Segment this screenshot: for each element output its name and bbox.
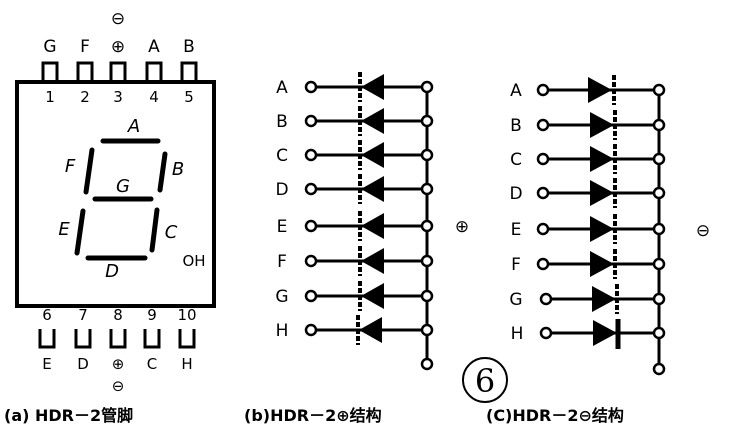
figure-number: 6: [475, 362, 495, 400]
pin-number: 2: [80, 88, 90, 106]
segment-b: [157, 151, 168, 193]
row-label: H: [276, 321, 289, 341]
pin-number: 10: [177, 306, 196, 324]
diode-row: E: [511, 214, 666, 244]
pin-number: 6: [42, 306, 52, 324]
row-label: F: [511, 255, 521, 275]
panel-c-common-cathode: ⊖ A B C D: [486, 75, 710, 425]
segment-label-a: A: [127, 116, 140, 137]
segment-label-d: D: [105, 261, 119, 282]
figure-number-badge: 6: [462, 357, 508, 403]
pin-number: 4: [149, 88, 159, 106]
segment-label-e: E: [58, 219, 70, 240]
top-pin-label: F: [80, 37, 90, 57]
row-label: E: [277, 217, 288, 237]
bottom-pin-label: D: [77, 355, 89, 373]
segment-f: [83, 147, 95, 195]
diode-row: D: [275, 174, 434, 204]
pin-number: 7: [78, 306, 88, 324]
diode-row: E: [277, 211, 434, 241]
bottom-pin-label: ⊕: [112, 355, 125, 373]
pin-number: 3: [113, 88, 123, 106]
row-label: G: [275, 287, 288, 307]
segment-label-c: C: [165, 222, 178, 243]
row-label: F: [277, 252, 287, 272]
top-pins: [41, 61, 198, 82]
diode-row: H: [276, 315, 434, 345]
diode-row: A: [510, 75, 666, 105]
bottom-pins: [38, 329, 196, 349]
row-label: A: [276, 78, 288, 98]
top-pin-label: G: [43, 37, 56, 57]
bottom-pin-label: E: [42, 355, 51, 373]
top-pin-label: A: [148, 37, 160, 57]
pin-number: 5: [184, 88, 194, 106]
row-label: C: [276, 146, 288, 166]
row-label: B: [276, 112, 288, 132]
row-label: G: [509, 290, 522, 310]
row-label: C: [510, 150, 522, 170]
segment-e: [74, 208, 86, 256]
diode-row: H: [511, 319, 666, 349]
diode-row: A: [276, 72, 434, 102]
panel-b-common-anode: ⊕ A B C D: [244, 72, 469, 425]
row-label: D: [509, 184, 522, 204]
diode-row: B: [510, 110, 666, 140]
diode-row: G: [275, 281, 434, 311]
pin-number: 1: [45, 88, 55, 106]
row-label: D: [275, 180, 288, 200]
diode-row: C: [510, 144, 666, 174]
row-label: E: [511, 220, 522, 240]
common-anode-symbol: ⊕: [455, 217, 469, 237]
panel-a-pinout: ⊖ G F ⊕ A B 1 2 3 4 5: [4, 9, 216, 425]
diode-row: D: [509, 178, 666, 208]
row-label: A: [510, 81, 522, 101]
bottom-pin-label: C: [147, 355, 157, 373]
common-cathode-symbol: ⊖: [696, 221, 710, 241]
segment-label-g: G: [116, 176, 130, 197]
diode-row: C: [276, 140, 434, 170]
segment-label-f: F: [65, 156, 76, 177]
diode-row: F: [277, 246, 434, 276]
common-terminal: [420, 357, 434, 371]
segment-label-b: B: [172, 159, 184, 180]
top-pin-label: B: [183, 37, 195, 57]
bottom-pin-label: H: [181, 355, 192, 373]
common-terminal: [652, 362, 666, 376]
pin-number: 9: [147, 306, 157, 324]
caption-a: (a) HDR－2管脚: [4, 406, 133, 425]
top-minus-symbol: ⊖: [111, 9, 125, 29]
row-label: B: [510, 116, 522, 136]
package-body: [15, 80, 216, 308]
seven-segment-display: [74, 138, 168, 261]
caption-b: (b)HDR－2⊕结构: [244, 406, 382, 425]
row-label: H: [511, 324, 524, 344]
segment-label-dp: OH: [182, 252, 205, 270]
diode-row: F: [511, 249, 666, 279]
caption-c: (C)HDR－2⊖结构: [486, 406, 624, 425]
pin-number: 8: [113, 306, 123, 324]
diode-row: G: [509, 284, 666, 314]
diode-row: B: [276, 106, 434, 136]
segment-c: [149, 207, 160, 253]
bottom-minus-symbol: ⊖: [112, 377, 125, 395]
top-pin-label: ⊕: [111, 37, 125, 57]
